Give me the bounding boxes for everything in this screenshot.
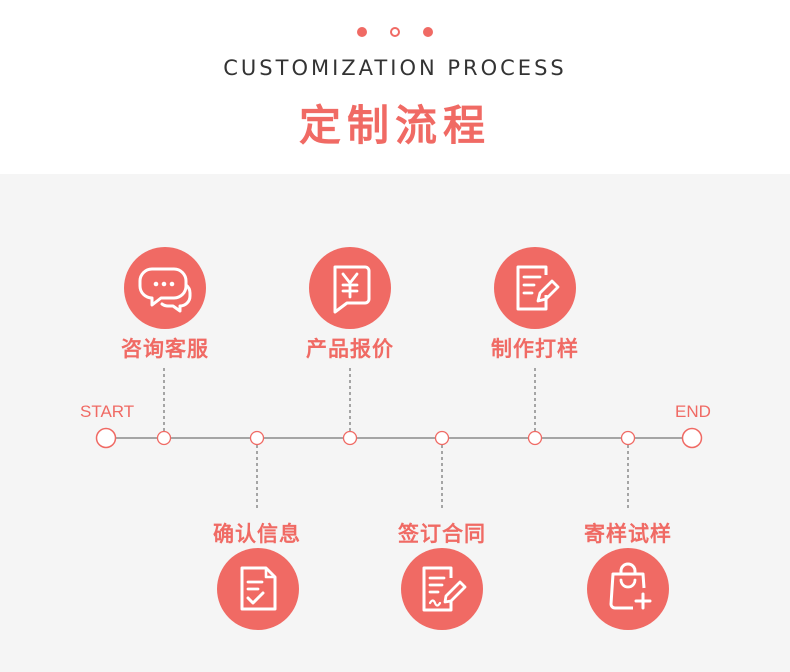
title-chinese: 定制流程: [298, 101, 491, 150]
contract-sign-icon: [401, 548, 483, 630]
node-step-5: [527, 430, 543, 446]
node-step-2: [249, 430, 265, 446]
shopping-bag-add-icon: [587, 548, 669, 630]
chat-bubbles-icon: [124, 247, 206, 329]
end-node: [681, 427, 703, 449]
header: CUSTOMIZATION PROCESS 定制流程: [0, 0, 790, 174]
dot-ring-center: [390, 27, 400, 37]
node-step-6: [620, 430, 636, 446]
start-node: [95, 427, 117, 449]
step-label-6: 寄样试样: [584, 522, 672, 546]
decorative-dots: [0, 26, 790, 38]
dot-solid-right: [423, 27, 433, 37]
step-label-5: 制作打样: [491, 337, 579, 361]
step-label-2: 确认信息: [213, 522, 301, 546]
title-english: CUSTOMIZATION PROCESS: [223, 56, 567, 80]
document-edit-icon: [494, 247, 576, 329]
start-label: START: [80, 402, 135, 421]
document-check-icon: [217, 548, 299, 630]
step-label-4: 签订合同: [398, 522, 486, 546]
dot-solid-left: [357, 27, 367, 37]
node-step-3: [342, 430, 358, 446]
yen-document-icon: [309, 247, 391, 329]
node-step-1: [156, 430, 172, 446]
step-label-3: 产品报价: [306, 337, 394, 361]
node-step-4: [434, 430, 450, 446]
step-label-1: 咨询客服: [121, 337, 209, 361]
end-label: END: [675, 402, 711, 421]
